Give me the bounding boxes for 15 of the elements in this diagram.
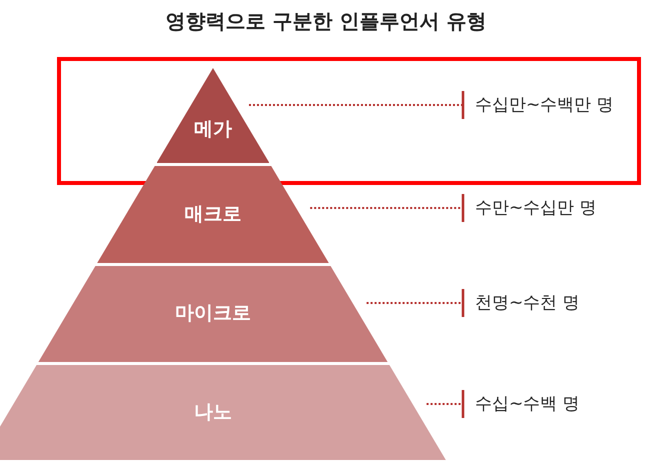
tier-label: 마이크로 — [174, 304, 252, 323]
leader-line — [426, 388, 464, 420]
highlight-frame — [57, 57, 641, 185]
leader-line — [310, 192, 464, 224]
range-text: 수십~수백 명 — [475, 396, 580, 412]
leader-line — [366, 288, 464, 318]
leader-line — [248, 90, 464, 120]
title: 영향력으로 구분한 인플루언서 유형 — [164, 8, 488, 35]
range-text: 수만~수십만 명 — [475, 200, 597, 216]
tier-label: 매크로 — [183, 204, 242, 224]
pyramid-tier — [0, 365, 446, 460]
range-text: 천명~수천 명 — [475, 294, 580, 312]
tier-label: 메가 — [192, 120, 233, 138]
range-text: 수십만~수백만 명 — [475, 96, 614, 114]
tier-label: 나노 — [193, 402, 233, 422]
